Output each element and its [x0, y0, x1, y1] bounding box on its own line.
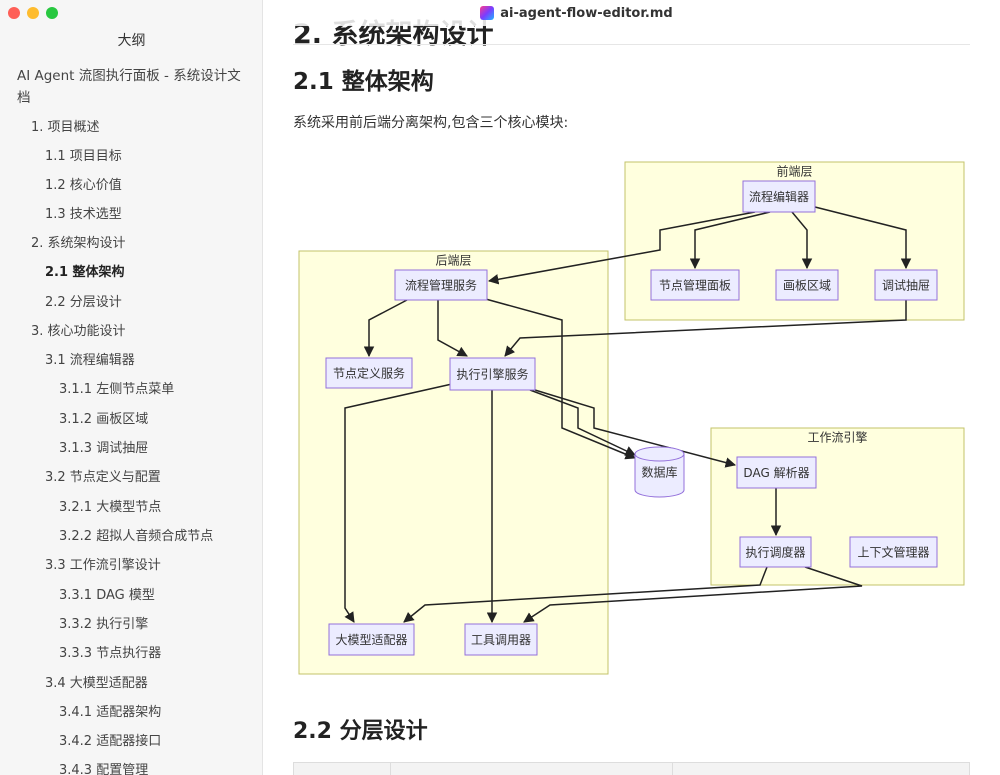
outline-item[interactable]: 2.1 整体架构: [45, 265, 125, 280]
node-debug-drawer: [874, 269, 938, 301]
outline-title: 大纲: [117, 33, 146, 49]
node-label: 工具调用器: [471, 633, 531, 647]
window-title: ai-agent-flow-editor.md: [500, 5, 673, 21]
diagram-edge: [437, 300, 468, 357]
intro-paragraph: 系统采用前后端分离架构,包含三个核心模块:: [293, 115, 569, 131]
node-exec-service: [449, 357, 536, 391]
node-flow-service: [394, 269, 488, 301]
heading-overall-architecture: 2.1 整体架构: [293, 69, 434, 95]
outline-item[interactable]: 1.1 项目目标: [45, 149, 122, 164]
diagram-edge: [791, 211, 813, 270]
outline-item[interactable]: 3. 核心功能设计: [31, 324, 126, 339]
outline-item[interactable]: 3.3 工作流引擎设计: [45, 558, 161, 573]
outline-item[interactable]: 3.3.1 DAG 模型: [59, 588, 155, 603]
diagram-edge: [403, 566, 768, 623]
node-dag-parser: [736, 456, 817, 489]
outline-item[interactable]: 3.4.3 配置管理: [59, 763, 149, 775]
diagram-edge: [689, 211, 771, 270]
outline-item[interactable]: 3.1.1 左侧节点菜单: [59, 382, 175, 397]
node-label: 流程管理服务: [405, 278, 477, 293]
zoom-button[interactable]: [46, 7, 58, 19]
document-view: 2. 系统架构设计 2.1 整体架构 系统采用前后端分离架构,包含三个核心模块:…: [263, 0, 1000, 775]
title-bar: ai-agent-flow-editor.md: [263, 0, 1000, 26]
node-label: DAG 解析器: [743, 466, 809, 480]
outline-item[interactable]: 3.3.2 执行引擎: [59, 617, 149, 632]
diagram-edge: [344, 383, 453, 623]
node-label: 流程编辑器: [749, 189, 809, 204]
cluster-label-workflow: 工作流引擎: [807, 430, 867, 445]
window-controls: [8, 7, 58, 19]
outline-item[interactable]: 3.4.1 适配器架构: [59, 705, 162, 720]
outline-item[interactable]: 3.1 流程编辑器: [45, 353, 135, 368]
heading-divider: [293, 44, 970, 45]
node-label: 数据库: [641, 465, 677, 480]
diagram-edge: [487, 211, 756, 285]
outline-item[interactable]: 3.4.2 适配器接口: [59, 734, 162, 749]
node-label: 节点定义服务: [333, 366, 405, 381]
diagram-edge: [363, 299, 408, 358]
outline-item[interactable]: 1.2 核心价值: [45, 178, 122, 193]
outline-item[interactable]: 3.2 节点定义与配置: [45, 470, 161, 485]
cluster-label-frontend: 前端层: [776, 164, 812, 179]
outline-item[interactable]: 3.1.2 画板区域: [59, 412, 149, 427]
outline-item[interactable]: 1. 项目概述: [31, 120, 100, 135]
node-scheduler: [739, 536, 812, 568]
outline-item[interactable]: 3.2.1 大模型节点: [59, 500, 162, 515]
outline-item[interactable]: 3.2.2 超拟人音频合成节点: [59, 529, 214, 544]
node-flow-editor: [742, 180, 816, 213]
outline-item[interactable]: 2.2 分层设计: [45, 295, 122, 310]
minimize-button[interactable]: [27, 7, 39, 19]
diagram-edge: [504, 300, 907, 357]
close-button[interactable]: [8, 7, 20, 19]
node-label: 大模型适配器: [335, 633, 407, 647]
diagram-edge: [814, 206, 912, 270]
outline-item[interactable]: 3.3.3 节点执行器: [59, 646, 162, 661]
node-label: 执行引擎服务: [456, 367, 528, 382]
diagram-edge: [523, 566, 863, 623]
outline-item[interactable]: 2. 系统架构设计: [31, 236, 126, 251]
node-label: 上下文管理器: [857, 545, 929, 560]
outline-sidebar: 大纲 AI Agent 流图执行面板 - 系统设计文档 1. 项目概述 1.1 项目…: [0, 0, 263, 775]
layer-table: [293, 762, 970, 775]
node-context-manager: [849, 536, 938, 568]
outline-item[interactable]: AI Agent 流图执行面板 - 系统设计文档: [17, 68, 241, 106]
diagram-edge: [529, 389, 636, 456]
heading-layered-design: 2.2 分层设计: [293, 719, 428, 744]
node-label: 画板区域: [783, 279, 831, 293]
node-label: 执行调度器: [745, 545, 805, 560]
node-llm-adapter: [328, 623, 415, 656]
app-icon: [480, 6, 495, 20]
cluster-label-backend: 后端层: [435, 254, 471, 268]
node-tool-invoker: [464, 623, 538, 656]
node-label: 调试抽屉: [882, 278, 930, 293]
node-database: 数据库: [634, 446, 685, 498]
diagram-edge: [534, 389, 737, 468]
diagram-edge: [481, 297, 636, 460]
outline-item[interactable]: 1.3 技术选型: [45, 207, 122, 222]
node-label: 节点管理面板: [659, 278, 731, 293]
outline-item[interactable]: 3.4 大模型适配器: [45, 676, 148, 691]
node-node-def-service: [325, 357, 413, 389]
node-canvas: [775, 269, 839, 301]
outline-item[interactable]: 3.1.3 调试抽屉: [59, 441, 149, 456]
node-node-panel: [650, 269, 740, 301]
